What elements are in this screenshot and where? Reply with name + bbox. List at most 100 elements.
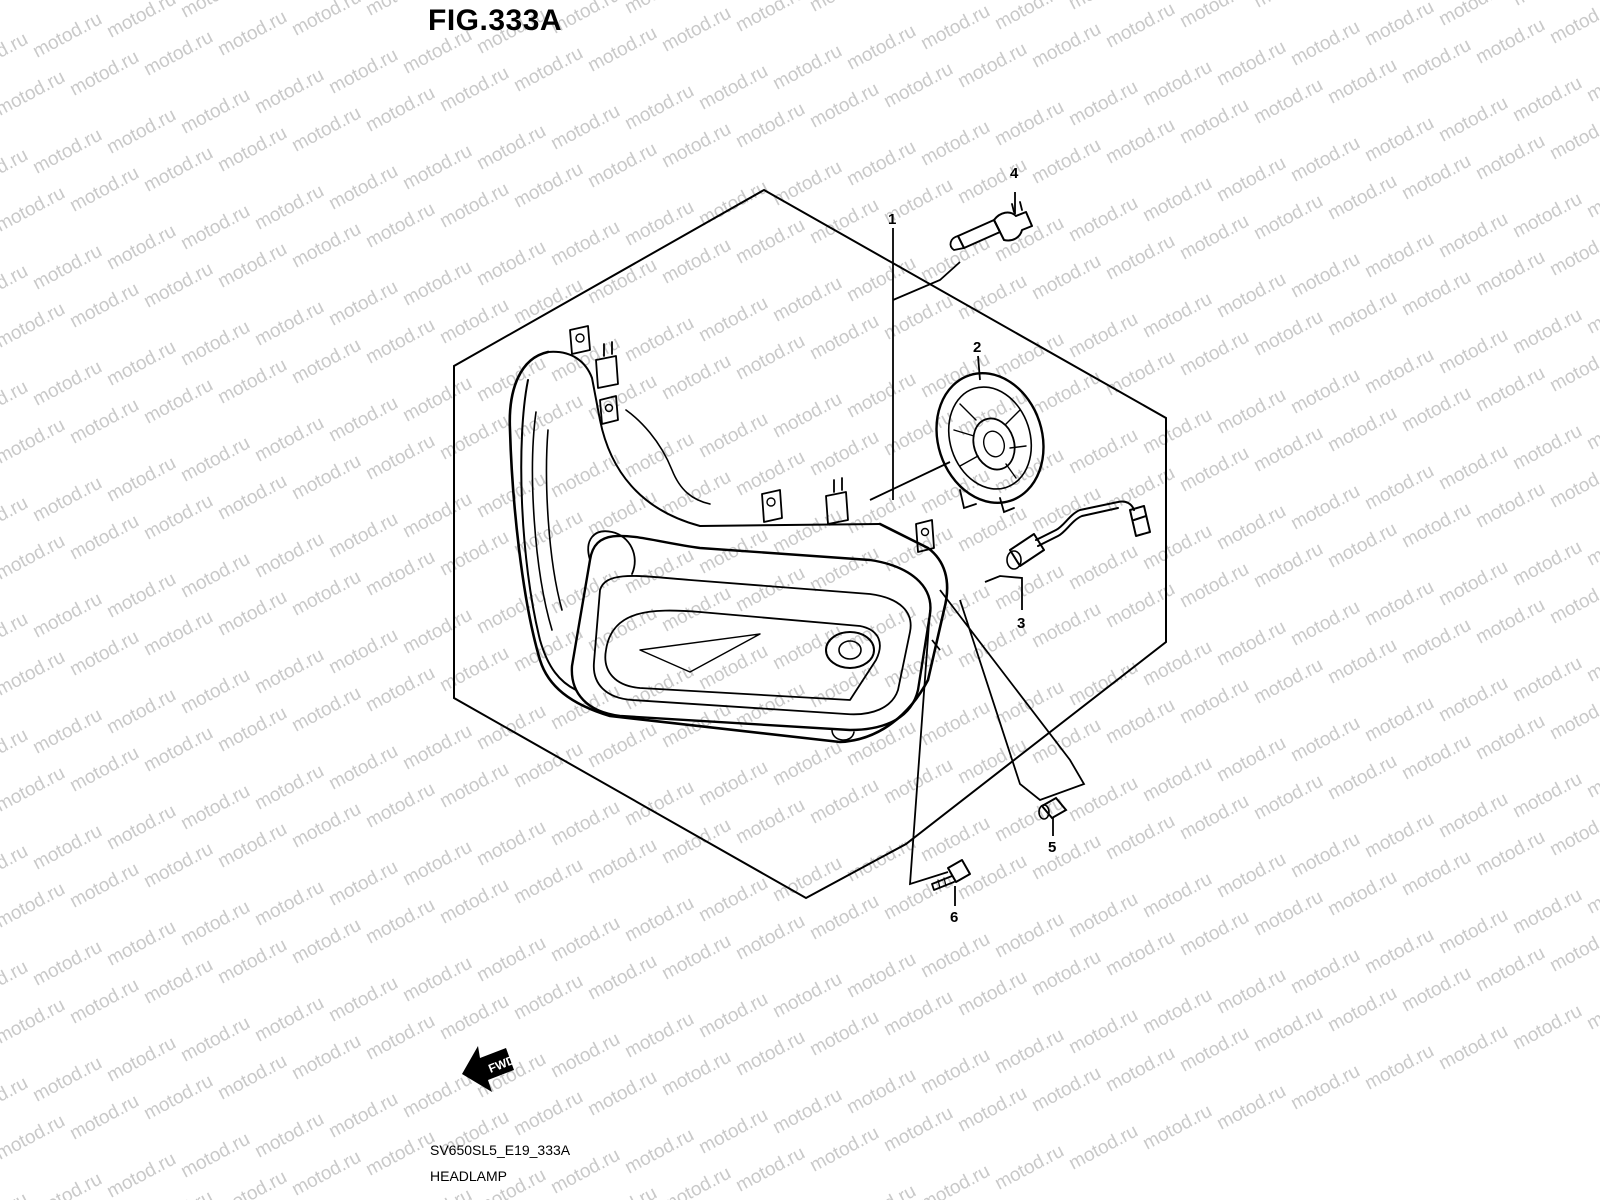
watermark-text: motod.ru (177, 897, 253, 951)
watermark-text: motod.ru (1139, 1101, 1215, 1155)
watermark-text: motod.ru (140, 1071, 216, 1125)
watermark-text: motod.ru (140, 955, 216, 1009)
watermark-text: motod.ru (288, 0, 364, 40)
watermark-text: motod.ru (0, 415, 69, 469)
watermark-text: motod.ru (29, 473, 105, 527)
watermark-text: motod.ru (288, 567, 364, 621)
watermark-text: motod.ru (1324, 287, 1400, 341)
watermark-text: motod.ru (1250, 191, 1326, 245)
watermark-text: motod.ru (103, 1149, 179, 1200)
watermark-text: motod.ru (177, 85, 253, 139)
watermark-text: motod.ru (510, 43, 586, 97)
watermark-text: motod.ru (1583, 401, 1600, 455)
watermark-text: motod.ru (1398, 383, 1474, 437)
watermark-text: motod.ru (0, 531, 69, 585)
watermark-text: motod.ru (399, 1069, 475, 1123)
watermark-text: motod.ru (362, 663, 438, 717)
watermark-text: motod.ru (251, 65, 327, 119)
watermark-text: motod.ru (1509, 1001, 1585, 1055)
watermark-text: motod.ru (1250, 75, 1326, 129)
watermark-text: motod.ru (1546, 0, 1600, 48)
watermark-text: motod.ru (399, 257, 475, 311)
watermark-text: motod.ru (1213, 385, 1289, 439)
watermark-text: motod.ru (251, 761, 327, 815)
watermark-text: motod.ru (0, 763, 69, 817)
watermark-text: motod.ru (806, 543, 882, 597)
watermark-text: motod.ru (1509, 305, 1585, 359)
watermark-text: motod.ru (1361, 693, 1437, 747)
watermark-text: motod.ru (991, 561, 1067, 615)
watermark-text: motod.ru (954, 271, 1030, 325)
watermark-text: motod.ru (695, 61, 771, 115)
watermark-text: motod.ru (66, 743, 142, 797)
watermark-text: motod.ru (29, 705, 105, 759)
watermark-text: motod.ru (843, 833, 919, 887)
watermark-text: motod.ru (436, 643, 512, 697)
watermark-text: motod.ru (1398, 151, 1474, 205)
watermark-text: motod.ru (1398, 615, 1474, 669)
watermark-text: motod.ru (1583, 633, 1600, 687)
watermark-text: motod.ru (177, 0, 253, 22)
watermark-text: motod.ru (29, 589, 105, 643)
watermark-text: motod.ru (177, 665, 253, 719)
watermark-text: motod.ru (658, 583, 734, 637)
watermark-text: motod.ru (843, 369, 919, 423)
watermark-text: motod.ru (1583, 981, 1600, 1035)
watermark-text: motod.ru (917, 1045, 993, 1099)
watermark-text: motod.ru (214, 123, 290, 177)
watermark-text: motod.ru (362, 431, 438, 485)
watermark-text: motod.ru (288, 683, 364, 737)
watermark-text: motod.ru (66, 163, 142, 217)
watermark-text: motod.ru (769, 273, 845, 327)
watermark-text: motod.ru (251, 993, 327, 1047)
watermark-text: motod.ru (399, 489, 475, 543)
watermark-text: motod.ru (621, 893, 697, 947)
watermark-text: motod.ru (325, 277, 401, 331)
watermark-text: motod.ru (177, 1013, 253, 1067)
watermark-text: motod.ru (436, 527, 512, 581)
watermark-text: motod.ru (399, 141, 475, 195)
watermark-text: motod.ru (806, 427, 882, 481)
watermark-text: motod.ru (436, 179, 512, 233)
watermark-text: motod.ru (732, 215, 808, 269)
watermark-text: motod.ru (1472, 15, 1548, 69)
watermark-text: motod.ru (0, 647, 69, 701)
watermark-text: motod.ru (621, 197, 697, 251)
watermark-text: motod.ru (1065, 1005, 1141, 1059)
watermark-text: motod.ru (140, 839, 216, 893)
watermark-text: motod.ru (1287, 829, 1363, 883)
watermark-text: motod.ru (1065, 77, 1141, 131)
watermark-text: motod.ru (806, 891, 882, 945)
watermark-text: motod.ru (288, 335, 364, 389)
watermark-text: motod.ru (362, 1127, 438, 1181)
watermark-text: motod.ru (1176, 443, 1252, 497)
watermark-text: motod.ru (140, 27, 216, 81)
watermark-text: motod.ru (1065, 1121, 1141, 1175)
watermark-text: motod.ru (251, 877, 327, 931)
watermark-text: motod.ru (1139, 173, 1215, 227)
watermark-text: motod.ru (0, 725, 32, 779)
watermark-text: motod.ru (0, 183, 69, 237)
watermark-text: motod.ru (1509, 0, 1585, 10)
watermark-text: motod.ru (177, 781, 253, 835)
watermark-text: motod.ru (806, 775, 882, 829)
watermark-text: motod.ru (547, 101, 623, 155)
watermark-text: motod.ru (0, 145, 32, 199)
watermark-text: motod.ru (325, 625, 401, 679)
watermark-text: motod.ru (1065, 309, 1141, 363)
watermark-text: motod.ru (214, 239, 290, 293)
watermark-text: motod.ru (325, 857, 401, 911)
watermark-text: motod.ru (658, 3, 734, 57)
watermark-text: motod.ru (1213, 849, 1289, 903)
watermark-text: motod.ru (584, 487, 660, 541)
watermark-text: motod.ru (251, 413, 327, 467)
callout-6: 6 (950, 909, 958, 926)
watermark-text: motod.ru (1028, 947, 1104, 1001)
watermark-text: motod.ru (769, 969, 845, 1023)
watermark-text: motod.ru (1546, 227, 1600, 281)
watermark-text: motod.ru (843, 601, 919, 655)
watermark-text: motod.ru (1361, 809, 1437, 863)
watermark-text: motod.ru (103, 685, 179, 739)
watermark-text: motod.ru (399, 1185, 475, 1200)
watermark-text: motod.ru (1361, 345, 1437, 399)
